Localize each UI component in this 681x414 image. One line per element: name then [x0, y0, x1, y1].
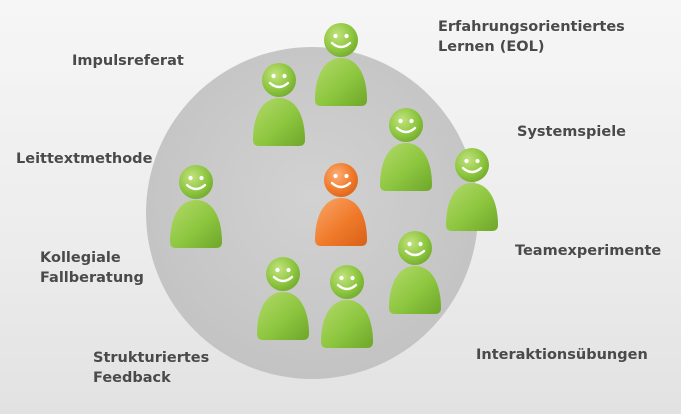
smiley-person-icon	[249, 58, 309, 146]
label-text-line2: Fallberatung	[40, 270, 144, 286]
label-eol: Erfahrungsorientiertes Lernen (EOL)	[438, 17, 625, 57]
facilitator-icon	[311, 158, 371, 246]
smiley-person-icon	[442, 143, 502, 231]
smiley-person-icon	[385, 226, 445, 314]
label-teamexperimente: Teamexperimente	[515, 241, 661, 261]
label-text: Systemspiele	[517, 124, 627, 140]
label-interaktionsuebungen: Interaktionsübungen	[476, 345, 648, 365]
label-systemspiele: Systemspiele	[517, 122, 626, 142]
label-text-line2: Feedback	[93, 370, 171, 386]
label-text: Teamexperimente	[515, 243, 662, 259]
smiley-person-icon	[311, 18, 371, 106]
participant-icon	[317, 260, 377, 348]
participant-icon	[385, 226, 445, 314]
smiley-person-icon	[253, 252, 313, 340]
label-text: Impulsreferat	[72, 53, 184, 69]
label-impulsreferat: Impulsreferat	[72, 51, 184, 71]
label-text-line1: Erfahrungsorientiertes	[438, 19, 625, 35]
label-text: Leittextmethode	[16, 151, 153, 167]
participant-icon	[166, 160, 226, 248]
participant-icon	[249, 58, 309, 146]
participant-icon	[376, 103, 436, 191]
smiley-person-icon	[317, 260, 377, 348]
participant-icon	[442, 143, 502, 231]
label-text-line1: Strukturiertes	[93, 350, 210, 366]
label-strukturiertes-feedback: Strukturiertes Feedback	[93, 348, 209, 388]
smiley-person-icon	[311, 158, 371, 246]
label-text-line1: Kollegiale	[40, 250, 121, 266]
participant-icon	[253, 252, 313, 340]
participant-icon	[311, 18, 371, 106]
label-text-line2: Lernen (EOL)	[438, 39, 545, 55]
label-leittextmethode: Leittextmethode	[16, 149, 152, 169]
label-kollegiale-fallberatung: Kollegiale Fallberatung	[40, 248, 144, 288]
label-text: Interaktionsübungen	[476, 347, 648, 363]
smiley-person-icon	[166, 160, 226, 248]
smiley-person-icon	[376, 103, 436, 191]
